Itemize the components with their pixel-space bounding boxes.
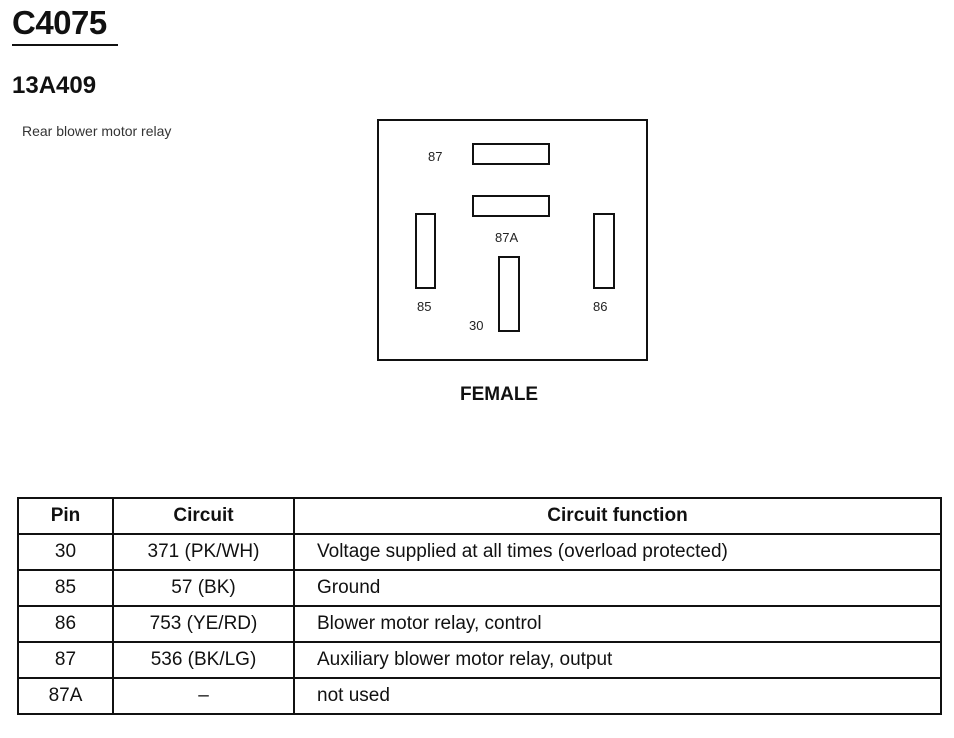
table-row: 86 753 (YE/RD) Blower motor relay, contr… <box>17 605 942 643</box>
cell-pin: 87 <box>17 641 114 679</box>
terminal-30 <box>498 256 520 332</box>
cell-circuit-function: not used <box>293 677 942 715</box>
table-row: 85 57 (BK) Ground <box>17 569 942 607</box>
connector-face-view: 87 87A 85 30 86 <box>377 119 648 361</box>
pin-table: Pin Circuit Circuit function 30 371 (PK/… <box>17 497 942 715</box>
terminal-87 <box>472 143 550 165</box>
terminal-86 <box>593 213 615 289</box>
terminal-label-87: 87 <box>428 149 443 164</box>
connector-description: Rear blower motor relay <box>22 123 172 139</box>
column-header-circuit: Circuit <box>112 497 295 535</box>
terminal-label-30: 30 <box>469 318 484 333</box>
terminal-label-86: 86 <box>593 299 608 314</box>
cell-circuit-function: Voltage supplied at all times (overload … <box>293 533 942 571</box>
cell-circuit: 753 (YE/RD) <box>112 605 295 643</box>
cell-circuit: – <box>112 677 295 715</box>
table-header-row: Pin Circuit Circuit function <box>17 497 942 535</box>
cell-circuit: 536 (BK/LG) <box>112 641 295 679</box>
table-row: 87 536 (BK/LG) Auxiliary blower motor re… <box>17 641 942 679</box>
cell-pin: 87A <box>17 677 114 715</box>
column-header-pin: Pin <box>17 497 114 535</box>
cell-pin: 30 <box>17 533 114 571</box>
terminal-label-85: 85 <box>417 299 432 314</box>
connector-id: C4075 <box>12 4 107 41</box>
cell-circuit: 371 (PK/WH) <box>112 533 295 571</box>
face-view-caption: FEMALE <box>460 384 539 405</box>
terminal-85 <box>415 213 436 289</box>
cell-circuit: 57 (BK) <box>112 569 295 607</box>
terminal-87a <box>472 195 550 217</box>
cell-circuit-function: Ground <box>293 569 942 607</box>
table-row: 30 371 (PK/WH) Voltage supplied at all t… <box>17 533 942 571</box>
part-number: 13A409 <box>12 72 97 99</box>
cell-pin: 86 <box>17 605 114 643</box>
cell-circuit-function: Auxiliary blower motor relay, output <box>293 641 942 679</box>
cell-pin: 85 <box>17 569 114 607</box>
column-header-circuit-function: Circuit function <box>293 497 942 535</box>
cell-circuit-function: Blower motor relay, control <box>293 605 942 643</box>
table-row: 87A – not used <box>17 677 942 715</box>
terminal-label-87a: 87A <box>495 230 519 245</box>
title-underline <box>12 44 118 46</box>
